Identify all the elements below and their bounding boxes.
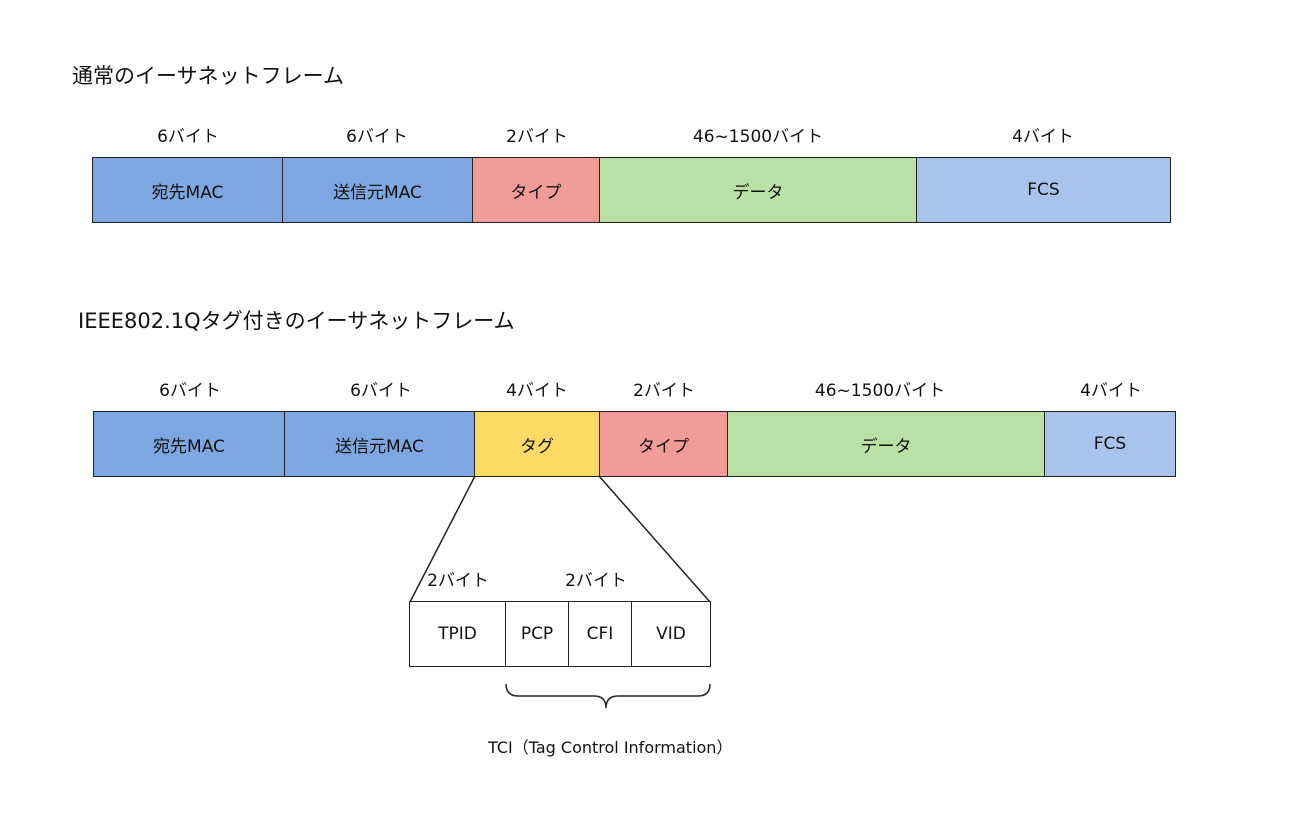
frame1-title: 通常のイーサネットフレーム [72, 64, 344, 88]
frame2-field-fcs: FCS [1045, 412, 1175, 476]
frame2-title: IEEE802.1Qタグ付きのイーサネットフレーム [78, 309, 515, 333]
frame2-field-tag: タグ [475, 412, 600, 476]
tci-label: TCI（Tag Control Information） [488, 738, 733, 757]
frame1-size-fcs: 4バイト [1012, 127, 1074, 147]
frame2-size-tag: 4バイト [506, 381, 568, 401]
frame2-field-type: タイプ [600, 412, 728, 476]
frame1-size-src-mac: 6バイト [346, 127, 408, 147]
frame1-field-dst-mac: 宛先MAC [93, 158, 283, 222]
tag-detail-field-vid: VID [632, 602, 710, 666]
frame2-field-dst-mac: 宛先MAC [94, 412, 285, 476]
expansion-line-right [598, 475, 711, 603]
frame2-size-data: 46~1500バイト [814, 381, 946, 401]
frame1-field-data: データ [600, 158, 917, 222]
frame1-field-src-mac: 送信元MAC [283, 158, 473, 222]
frame1-size-data: 46~1500バイト [692, 127, 824, 147]
tag-detail-size-tpid: 2バイト [427, 571, 489, 591]
frame1-size-type: 2バイト [506, 127, 568, 147]
expansion-line-left [409, 475, 476, 603]
frame2-size-type: 2バイト [633, 381, 695, 401]
tag-detail-field-tpid: TPID [410, 602, 506, 666]
frame2-bar: 宛先MAC 送信元MAC タグ タイプ データ FCS [93, 411, 1176, 477]
frame1-field-fcs: FCS [917, 158, 1170, 222]
tci-brace [505, 683, 711, 709]
frame1-size-dst-mac: 6バイト [157, 127, 219, 147]
tag-detail-size-tci: 2バイト [565, 571, 627, 591]
frame1-field-type: タイプ [473, 158, 600, 222]
tag-detail-field-cfi: CFI [569, 602, 632, 666]
tag-detail-field-pcp: PCP [506, 602, 569, 666]
frame1-bar: 宛先MAC 送信元MAC タイプ データ FCS [92, 157, 1171, 223]
frame2-size-fcs: 4バイト [1080, 381, 1142, 401]
frame2-size-src-mac: 6バイト [350, 381, 412, 401]
frame2-field-src-mac: 送信元MAC [285, 412, 475, 476]
frame2-field-data: データ [728, 412, 1045, 476]
tag-detail-bar: TPID PCP CFI VID [409, 601, 711, 667]
frame2-size-dst-mac: 6バイト [159, 381, 221, 401]
